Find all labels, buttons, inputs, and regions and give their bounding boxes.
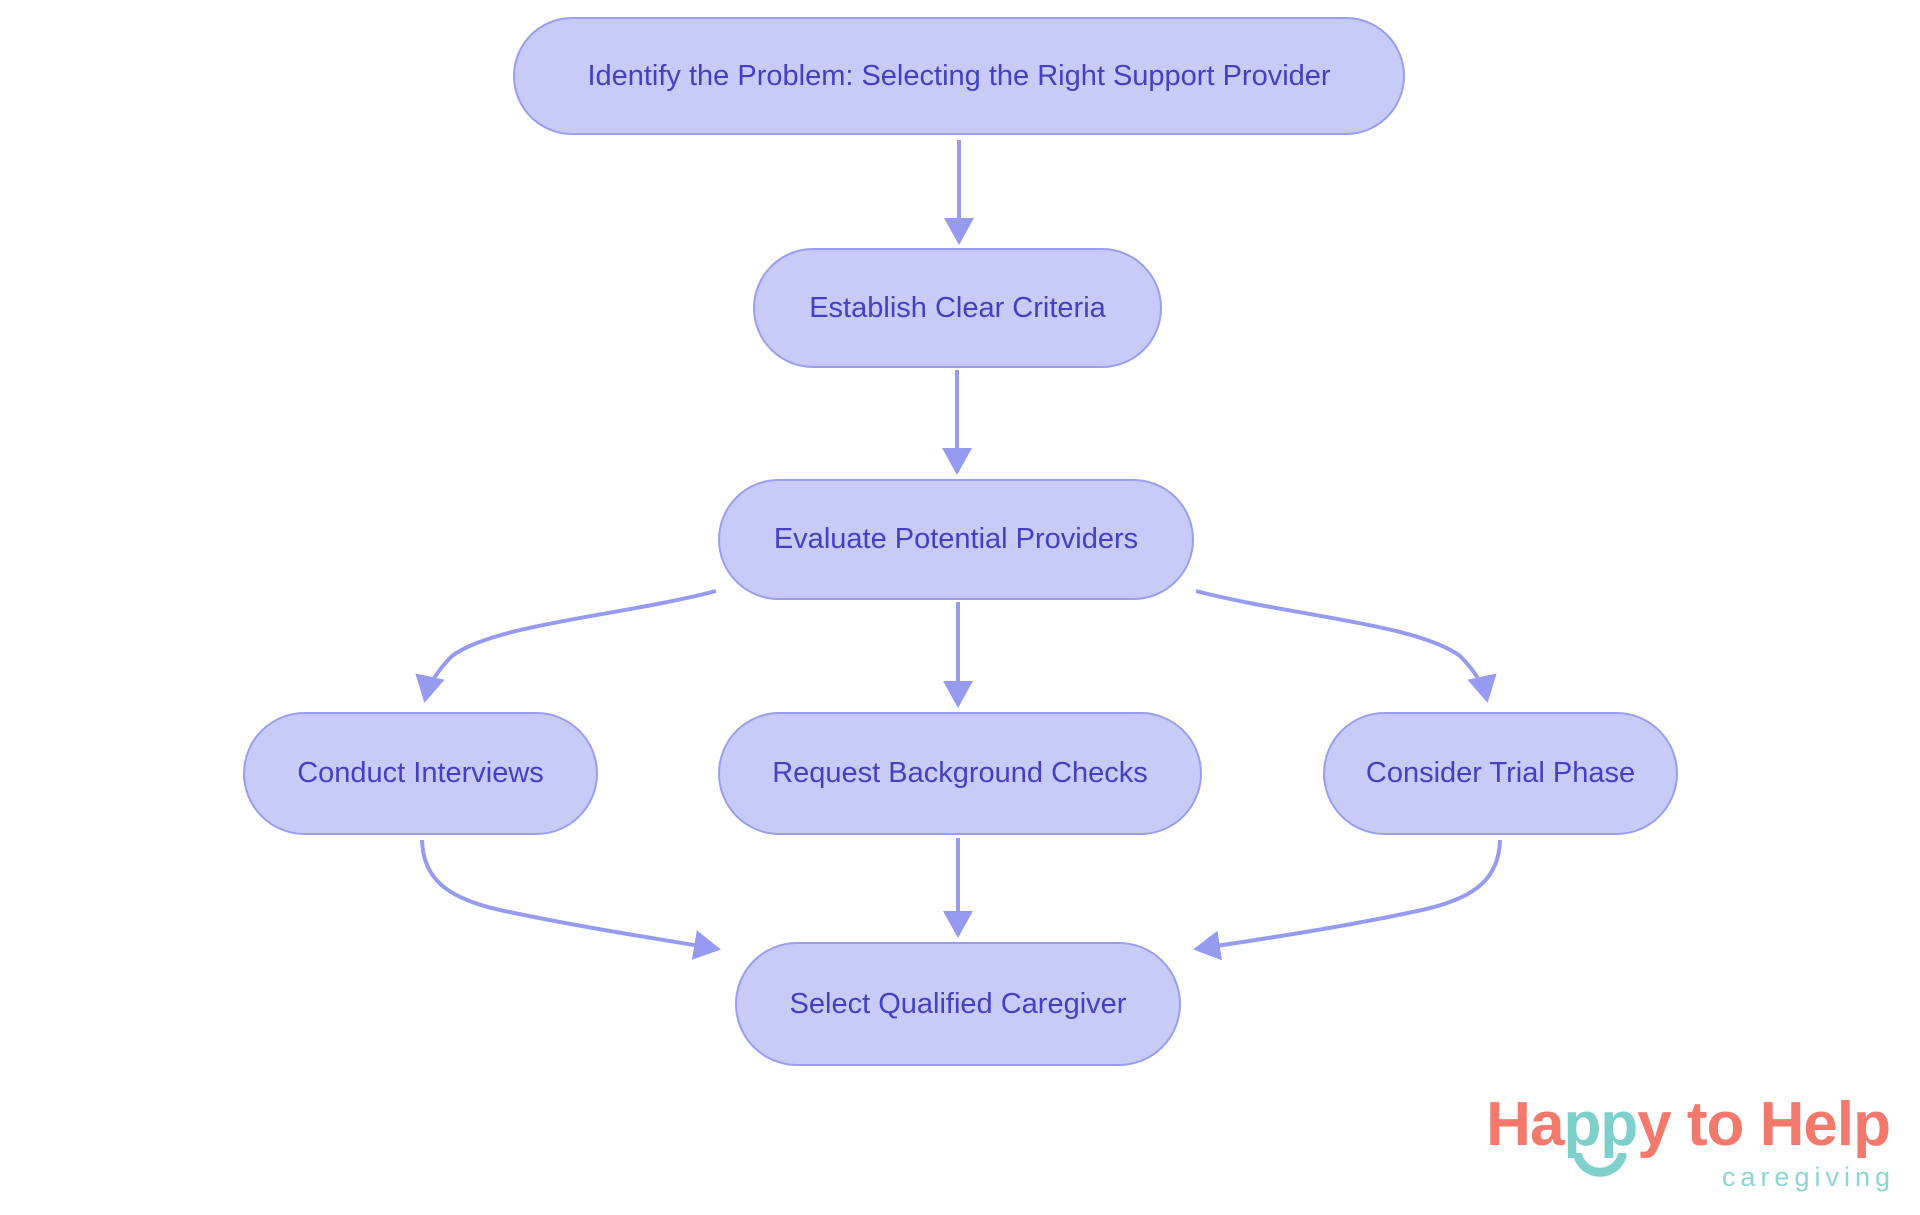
flowchart-node-select-caregiver: Select Qualified Caregiver [735, 942, 1181, 1066]
flowchart-node-trial-phase: Consider Trial Phase [1323, 712, 1678, 835]
logo-wordmark: Happ y to Help [1420, 1094, 1891, 1177]
logo-text-pp: pp [1563, 1090, 1638, 1159]
smile-arc-icon [1573, 1153, 1627, 1177]
arrow-interviews-to-select [420, 839, 721, 960]
arrow-evaluate-to-interviews [415, 589, 717, 703]
flowchart-node-identify-problem: Identify the Problem: Selecting the Righ… [513, 17, 1405, 135]
flowchart-node-conduct-interviews: Conduct Interviews [243, 712, 598, 835]
flowchart-node-background-checks: Request Background Checks [718, 712, 1202, 835]
logo-text-y-to-help: y to Help [1637, 1090, 1891, 1159]
arrow-trial-to-select [1193, 839, 1502, 961]
happy-to-help-logo: Happ y to Help caregiving [1420, 1094, 1891, 1193]
flowchart-node-establish-criteria: Establish Clear Criteria [753, 248, 1162, 368]
logo-tagline: caregiving [1721, 1162, 1895, 1192]
flowchart-node-evaluate-providers: Evaluate Potential Providers [718, 479, 1194, 600]
arrow-evaluate-to-trial [1195, 589, 1497, 703]
logo-text-ha: Ha [1486, 1090, 1564, 1159]
